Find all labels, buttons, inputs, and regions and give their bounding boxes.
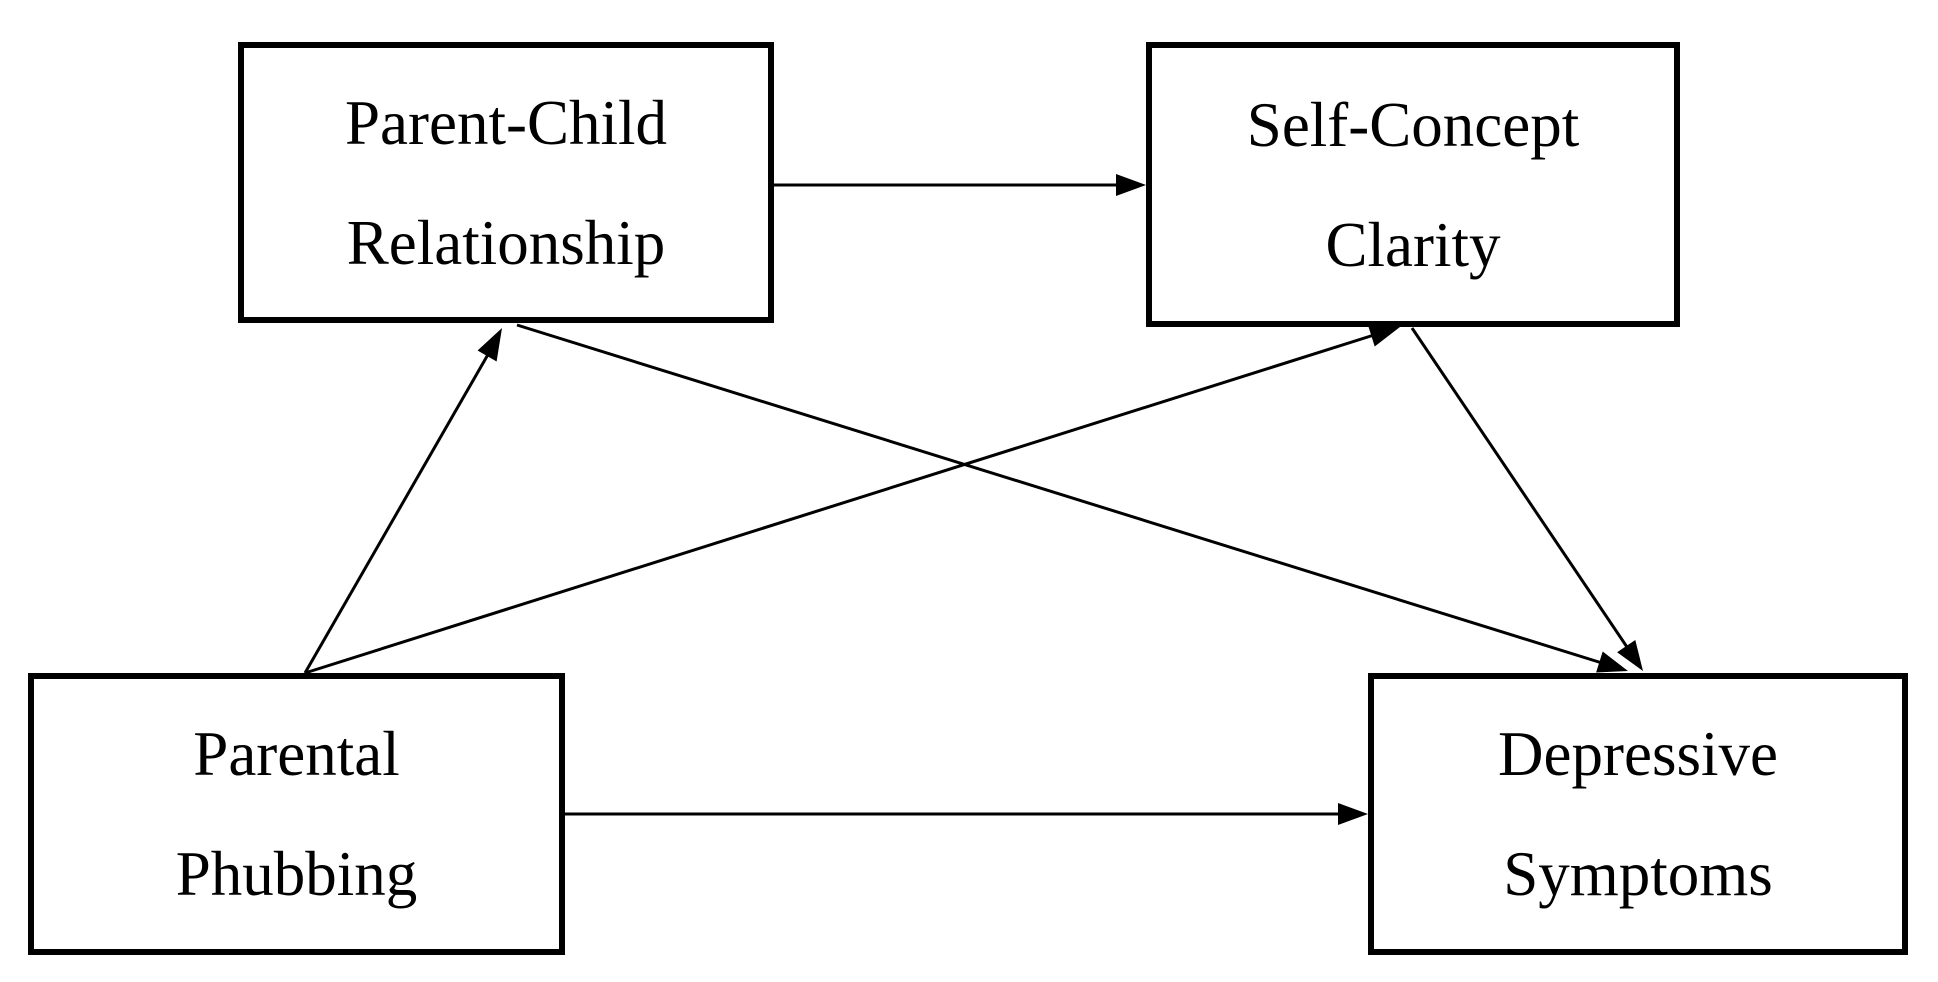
arrow-parent-child-relationship-to-self-concept-clarity bbox=[774, 174, 1146, 196]
node-depressive-symptoms: Depressive Symptoms bbox=[1368, 673, 1908, 955]
node-parent-child-relationship: Parent-Child Relationship bbox=[238, 42, 774, 323]
node-self-concept-clarity: Self-Concept Clarity bbox=[1146, 42, 1680, 327]
arrow-parent-child-relationship-to-depressive-symptoms bbox=[516, 323, 1628, 673]
node-label-line: Depressive bbox=[1498, 719, 1778, 789]
node-label-line: Parent-Child bbox=[345, 87, 667, 158]
arrow-parental-phubbing-to-parent-child-relationship bbox=[303, 328, 502, 674]
arrow-parental-phubbing-to-depressive-symptoms bbox=[565, 803, 1368, 825]
node-label-line: Phubbing bbox=[175, 839, 418, 909]
node-label-line: Parental bbox=[193, 719, 400, 789]
node-parental-phubbing: Parental Phubbing bbox=[28, 673, 565, 955]
node-label-line: Symptoms bbox=[1503, 839, 1773, 909]
node-label-line: Relationship bbox=[346, 207, 666, 278]
arrow-self-concept-clarity-to-depressive-symptoms bbox=[1410, 327, 1643, 671]
node-label-line: Clarity bbox=[1325, 209, 1501, 280]
arrow-parental-phubbing-to-self-concept-clarity bbox=[304, 325, 1400, 675]
node-label-line: Self-Concept bbox=[1246, 89, 1580, 160]
